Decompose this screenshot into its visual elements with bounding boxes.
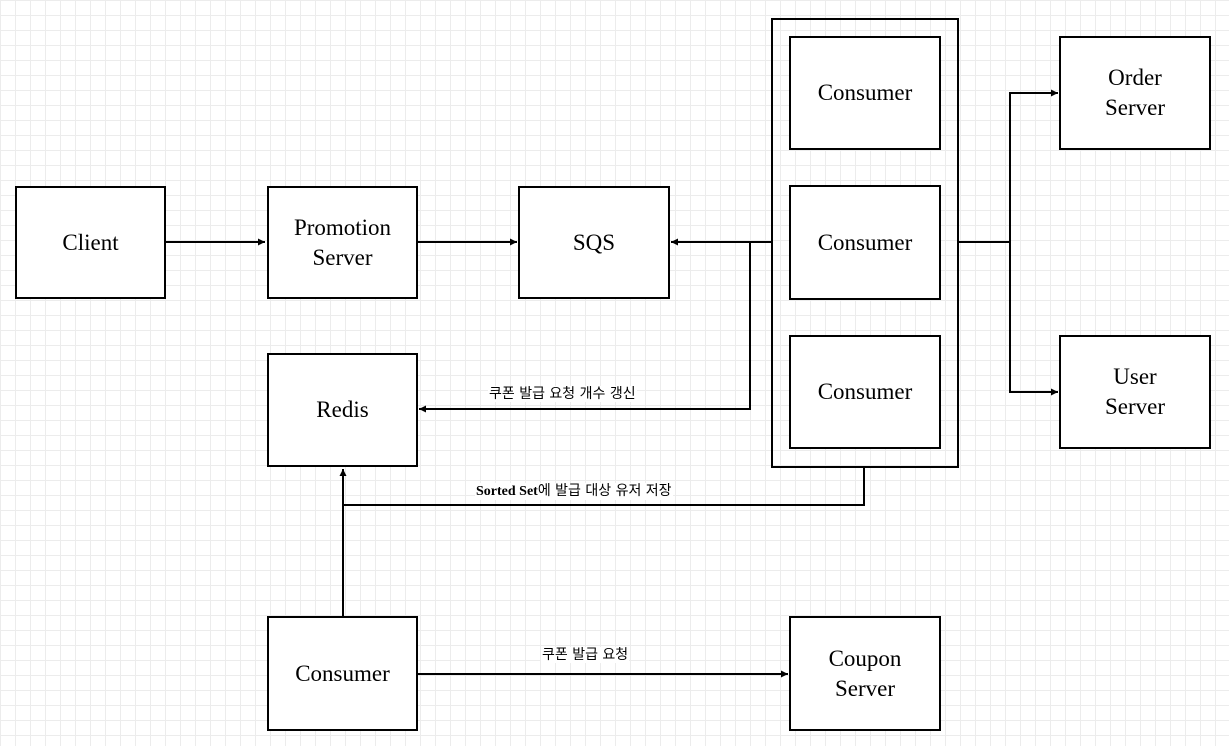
consumer-node-2[interactable]: Consumer [789, 185, 941, 300]
client-label: Client [62, 229, 119, 255]
coupon-consumer-node[interactable]: Consumer [267, 616, 418, 731]
consumer-group-container [771, 18, 959, 468]
edge-label-update-count: 쿠폰 발급 요청 개수 갱신 [488, 386, 637, 402]
client-node[interactable]: Client [15, 186, 166, 299]
consumer-node-1[interactable]: Consumer [789, 36, 941, 150]
edge-consumers-to-order-server [958, 89, 1058, 243]
promotion-server-label-line1: Promotion [293, 214, 392, 240]
user-server-label-line1: User [1113, 364, 1157, 389]
order-server-node[interactable]: Order Server [1059, 36, 1211, 150]
order-server-label-line2: Server [1104, 95, 1166, 120]
user-server-node[interactable]: User Server [1059, 335, 1211, 449]
coupon-server-node[interactable]: Coupon Server [789, 616, 941, 731]
edge-consumers-sorted-set [343, 467, 865, 506]
edge-label-sorted-set: Sorted Set에 발급 대상 유저 저장 [475, 483, 673, 500]
coupon-consumer-label: Consumer [295, 660, 390, 686]
edge-label-sorted-set-bold: Sorted Set [476, 484, 538, 499]
coupon-server-label-line2: Server [834, 675, 896, 701]
edge-label-issue-request: 쿠폰 발급 요청 [541, 647, 630, 663]
sqs-label: SQS [572, 229, 616, 255]
consumer-node-3[interactable]: Consumer [789, 335, 941, 449]
edge-consumers-to-user-server [1009, 242, 1058, 396]
edge-label-sorted-set-rest: 에 발급 대상 유저 저장 [537, 483, 672, 499]
promotion-server-label-line2: Server [312, 244, 373, 270]
consumer-3-label: Consumer [817, 379, 913, 404]
promotion-server-node[interactable]: Promotion Server [267, 186, 418, 299]
redis-label: Redis [316, 397, 369, 422]
coupon-server-label-line1: Coupon [828, 645, 902, 671]
redis-node[interactable]: Redis [267, 353, 418, 467]
edge-consumers-to-redis-count [419, 242, 751, 413]
user-server-label-line2: Server [1104, 394, 1166, 419]
order-server-label-line1: Order [1108, 65, 1162, 90]
consumer-1-label: Consumer [817, 80, 913, 105]
consumer-2-label: Consumer [817, 229, 913, 255]
sqs-node[interactable]: SQS [518, 186, 670, 299]
